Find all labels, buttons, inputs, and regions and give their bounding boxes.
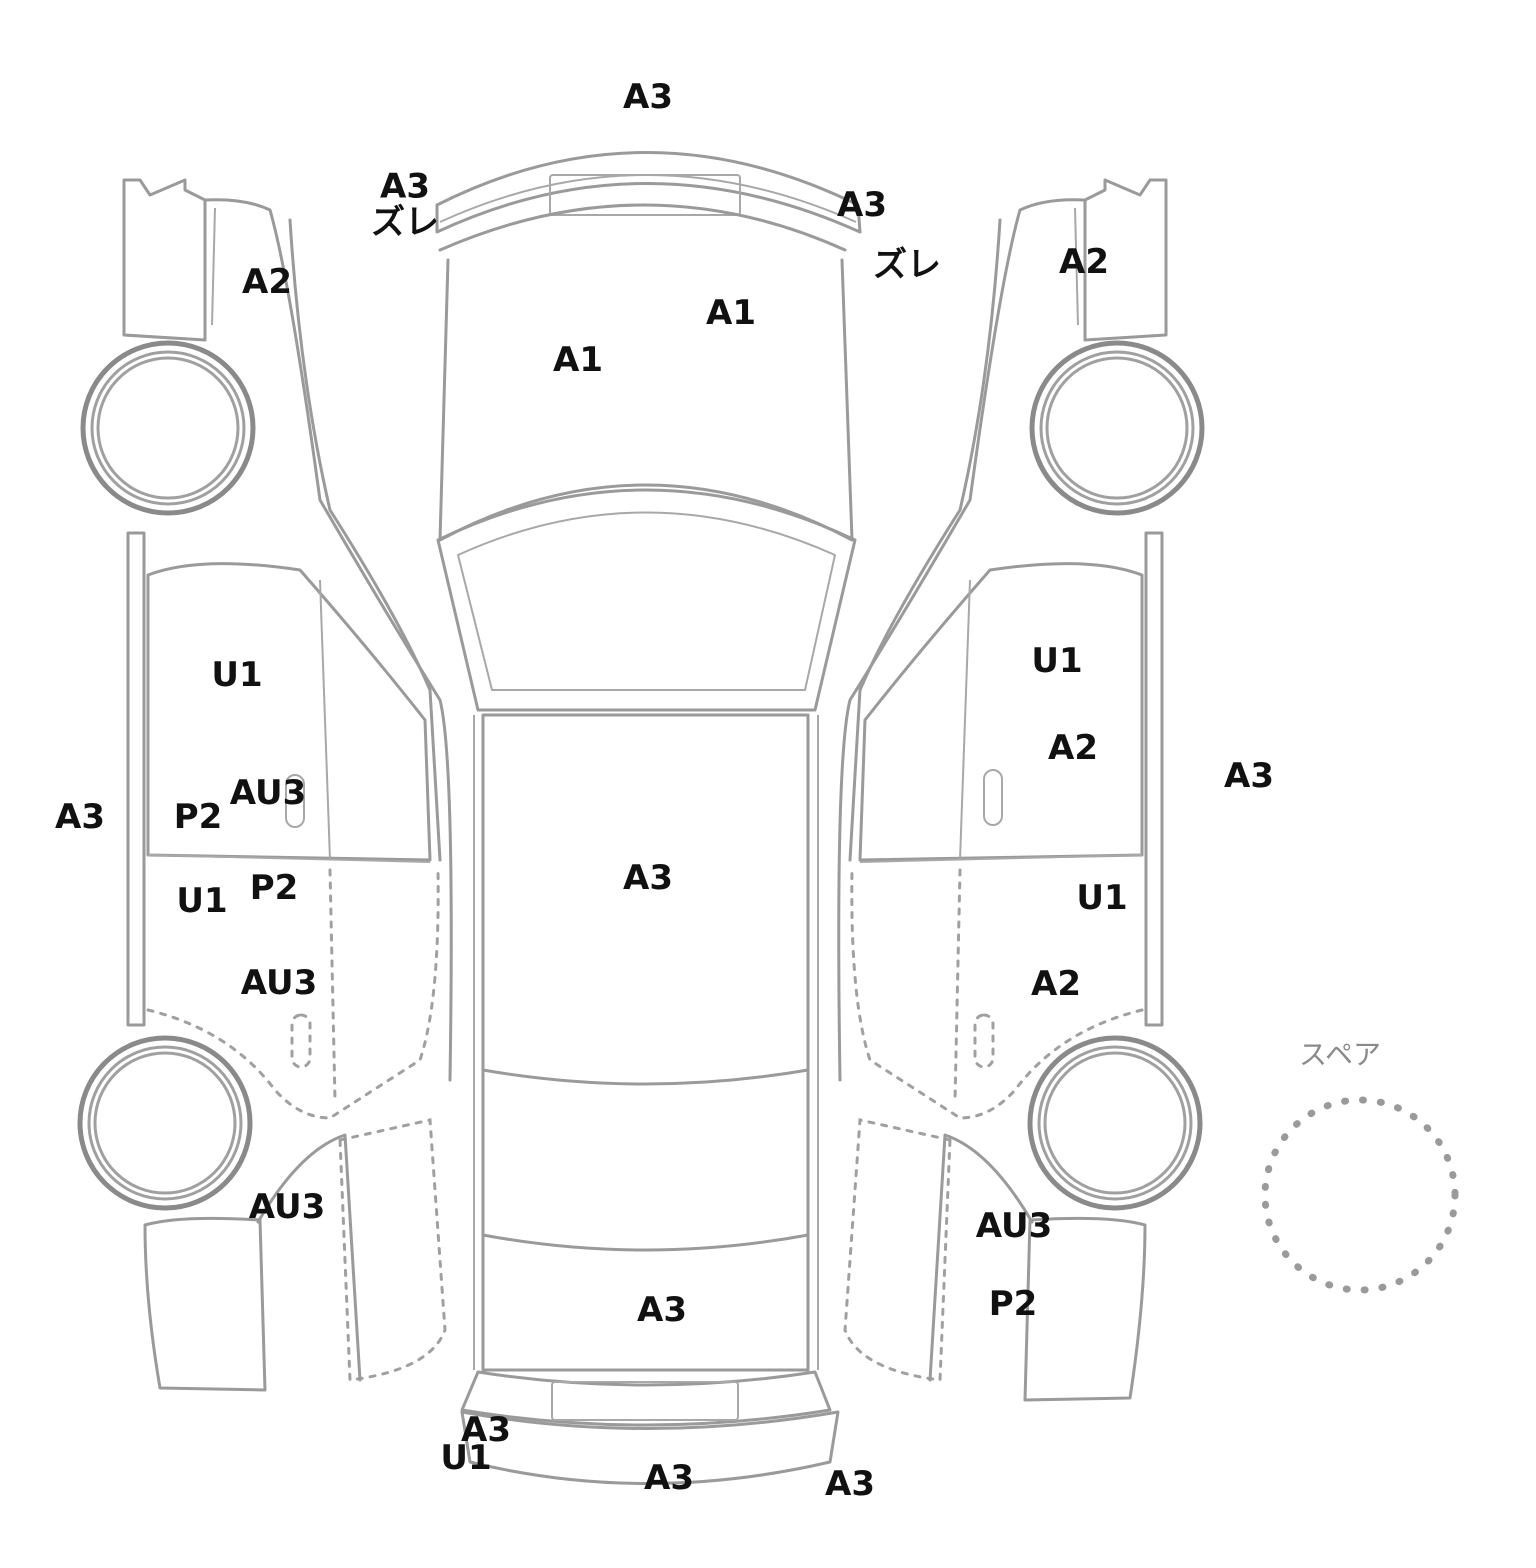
mark-bumper-rear-a3: A3 xyxy=(644,1458,694,1498)
mark-rear-door-left-p2: P2 xyxy=(249,868,299,908)
mark-hood-right: A1 xyxy=(706,293,756,333)
left-front-panel xyxy=(203,198,453,1082)
right-rear-handle xyxy=(973,1013,995,1069)
mark-bumper-rear-left-a3: A3 xyxy=(461,1410,511,1450)
right-front-handle xyxy=(983,769,1003,826)
tire-right-front xyxy=(1029,340,1205,516)
front-grille xyxy=(549,174,741,216)
left-door-split xyxy=(319,579,331,861)
right-a-pillar xyxy=(848,218,1002,862)
car-top-view xyxy=(435,151,862,1485)
car-right-side-view xyxy=(837,178,1168,1402)
right-rocker xyxy=(1144,531,1164,1027)
rear-window-bottom xyxy=(481,1233,810,1252)
right-front-panel xyxy=(837,198,1087,1082)
left-body-line xyxy=(211,207,216,326)
mark-quarter-right-au3: AU3 xyxy=(975,1206,1053,1246)
right-front-door xyxy=(858,562,1144,862)
mark-rear-door-right-u1: U1 xyxy=(1076,878,1128,918)
mark-bumper-rear-right-a3: A3 xyxy=(825,1464,875,1504)
mark-rear-door-left-u1: U1 xyxy=(176,881,228,921)
left-quarter xyxy=(338,1118,447,1382)
mark-trunk-a3: A3 xyxy=(637,1290,687,1330)
left-rear-handle xyxy=(290,1013,312,1069)
mark-front-door-left-au3: AU3 xyxy=(229,773,307,813)
left-a-pillar xyxy=(288,218,442,862)
mark-fender-right: A2 xyxy=(1059,242,1109,282)
mark-bumper-front-right-zure: ズレ xyxy=(873,245,941,285)
mark-front-door-left-p2: P2 xyxy=(173,797,223,837)
left-front-fender xyxy=(122,178,207,342)
right-rear-fender xyxy=(1023,1216,1147,1402)
mark-bumper-front-right-a3: A3 xyxy=(837,185,887,225)
mark-roof-a3: A3 xyxy=(623,858,673,898)
spare-tire xyxy=(1261,1096,1459,1294)
left-front-handle xyxy=(285,774,305,828)
mark-side-left-a3: A3 xyxy=(55,797,105,837)
mark-fender-left: A2 xyxy=(242,262,292,302)
mark-front-door-left-u1: U1 xyxy=(211,655,263,695)
car-left-side-view xyxy=(122,178,453,1392)
mark-hood-left: A1 xyxy=(553,340,603,380)
mark-side-right-a3: A3 xyxy=(1224,756,1274,796)
left-rear-fender xyxy=(143,1216,267,1392)
windshield-inner xyxy=(457,511,836,691)
right-front-fender xyxy=(1083,178,1168,342)
left-rear-door xyxy=(146,868,440,1120)
mark-bumper-front-left: A3 ズレ xyxy=(371,166,439,242)
mark-roof-front: A3 xyxy=(623,77,673,117)
rear-window-top xyxy=(481,1068,810,1086)
left-rocker xyxy=(126,531,146,1027)
front-bumper-face xyxy=(438,203,847,252)
right-belt xyxy=(859,854,1143,863)
rear-bumper-lower xyxy=(460,1410,840,1485)
right-rear-door xyxy=(850,868,1144,1120)
spare-label: スペア xyxy=(1298,1038,1382,1071)
mark-quarter-right-p2: P2 xyxy=(988,1284,1038,1324)
right-rear-door-inner xyxy=(953,868,962,1102)
roof-outline xyxy=(481,713,810,1372)
left-belt xyxy=(147,854,431,863)
mark-bumper-rear-left-u1: U1 xyxy=(440,1438,492,1478)
mark-front-door-right-u1: U1 xyxy=(1031,641,1083,681)
mark-rear-door-right-a2: A2 xyxy=(1031,964,1081,1004)
tire-left-front xyxy=(80,340,256,516)
windshield-outer xyxy=(436,488,857,712)
left-rear-panel xyxy=(256,1133,362,1382)
rear-bumper-upper xyxy=(460,1370,832,1427)
left-rear-door-inner xyxy=(328,868,337,1102)
rear-plate xyxy=(551,1381,739,1421)
right-door-split xyxy=(959,579,971,861)
hood-outline xyxy=(438,258,854,542)
right-quarter xyxy=(843,1118,952,1382)
mark-front-door-right-a2: A2 xyxy=(1048,728,1098,768)
right-body-line xyxy=(1074,207,1079,326)
front-bumper-outline xyxy=(435,151,862,234)
right-rear-panel xyxy=(928,1133,1034,1382)
mark-quarter-left-au3: AU3 xyxy=(248,1187,326,1227)
left-front-door xyxy=(146,562,432,862)
tire-right-rear xyxy=(1027,1035,1203,1211)
tire-left-rear xyxy=(77,1035,253,1211)
mark-rear-door-left-au3: AU3 xyxy=(240,963,318,1003)
